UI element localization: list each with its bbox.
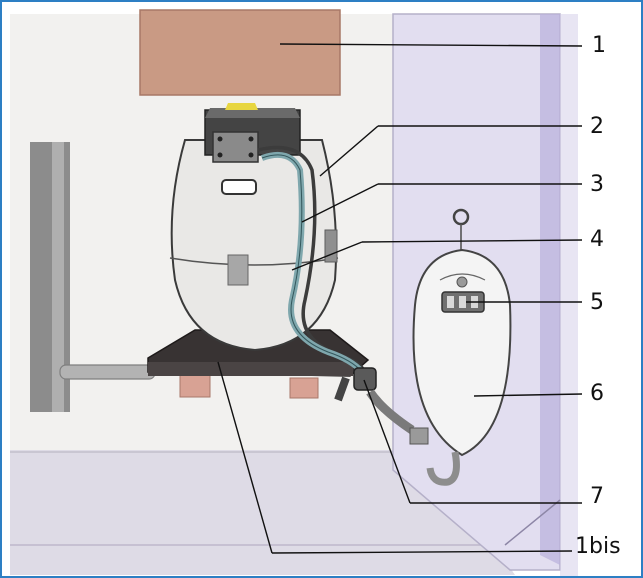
tank-side-strap xyxy=(325,230,337,262)
flush-slot-b xyxy=(459,296,466,308)
flush-slot-a xyxy=(447,296,454,308)
callout-label-1: 1 xyxy=(592,35,606,57)
trap-outlet xyxy=(410,428,428,444)
callout-label-1bis: 1bis xyxy=(575,536,621,558)
tank-handle xyxy=(222,180,256,194)
sensor-eye xyxy=(457,277,467,287)
callout-label-5: 5 xyxy=(590,292,604,314)
horizontal-pipe xyxy=(60,365,155,379)
tank-label-front xyxy=(228,255,248,285)
wall-box xyxy=(140,10,340,95)
foot-pad-left xyxy=(180,375,210,397)
bolt-a xyxy=(218,137,223,142)
base-plate-edge xyxy=(148,362,353,376)
callout-label-7: 7 xyxy=(590,486,604,508)
partition-far-side xyxy=(560,14,578,578)
motor-block xyxy=(213,132,258,162)
partition-side xyxy=(540,14,560,565)
bolt-d xyxy=(249,153,254,158)
bolt-b xyxy=(249,137,254,142)
lid-accent xyxy=(225,103,258,110)
bolt-c xyxy=(218,153,223,158)
callout-label-3: 3 xyxy=(590,174,604,196)
callout-label-4: 4 xyxy=(590,229,604,251)
callout-label-2: 2 xyxy=(590,116,604,138)
check-valve xyxy=(354,368,376,390)
callout-label-6: 6 xyxy=(590,383,604,405)
foot-pad-right xyxy=(290,378,318,398)
